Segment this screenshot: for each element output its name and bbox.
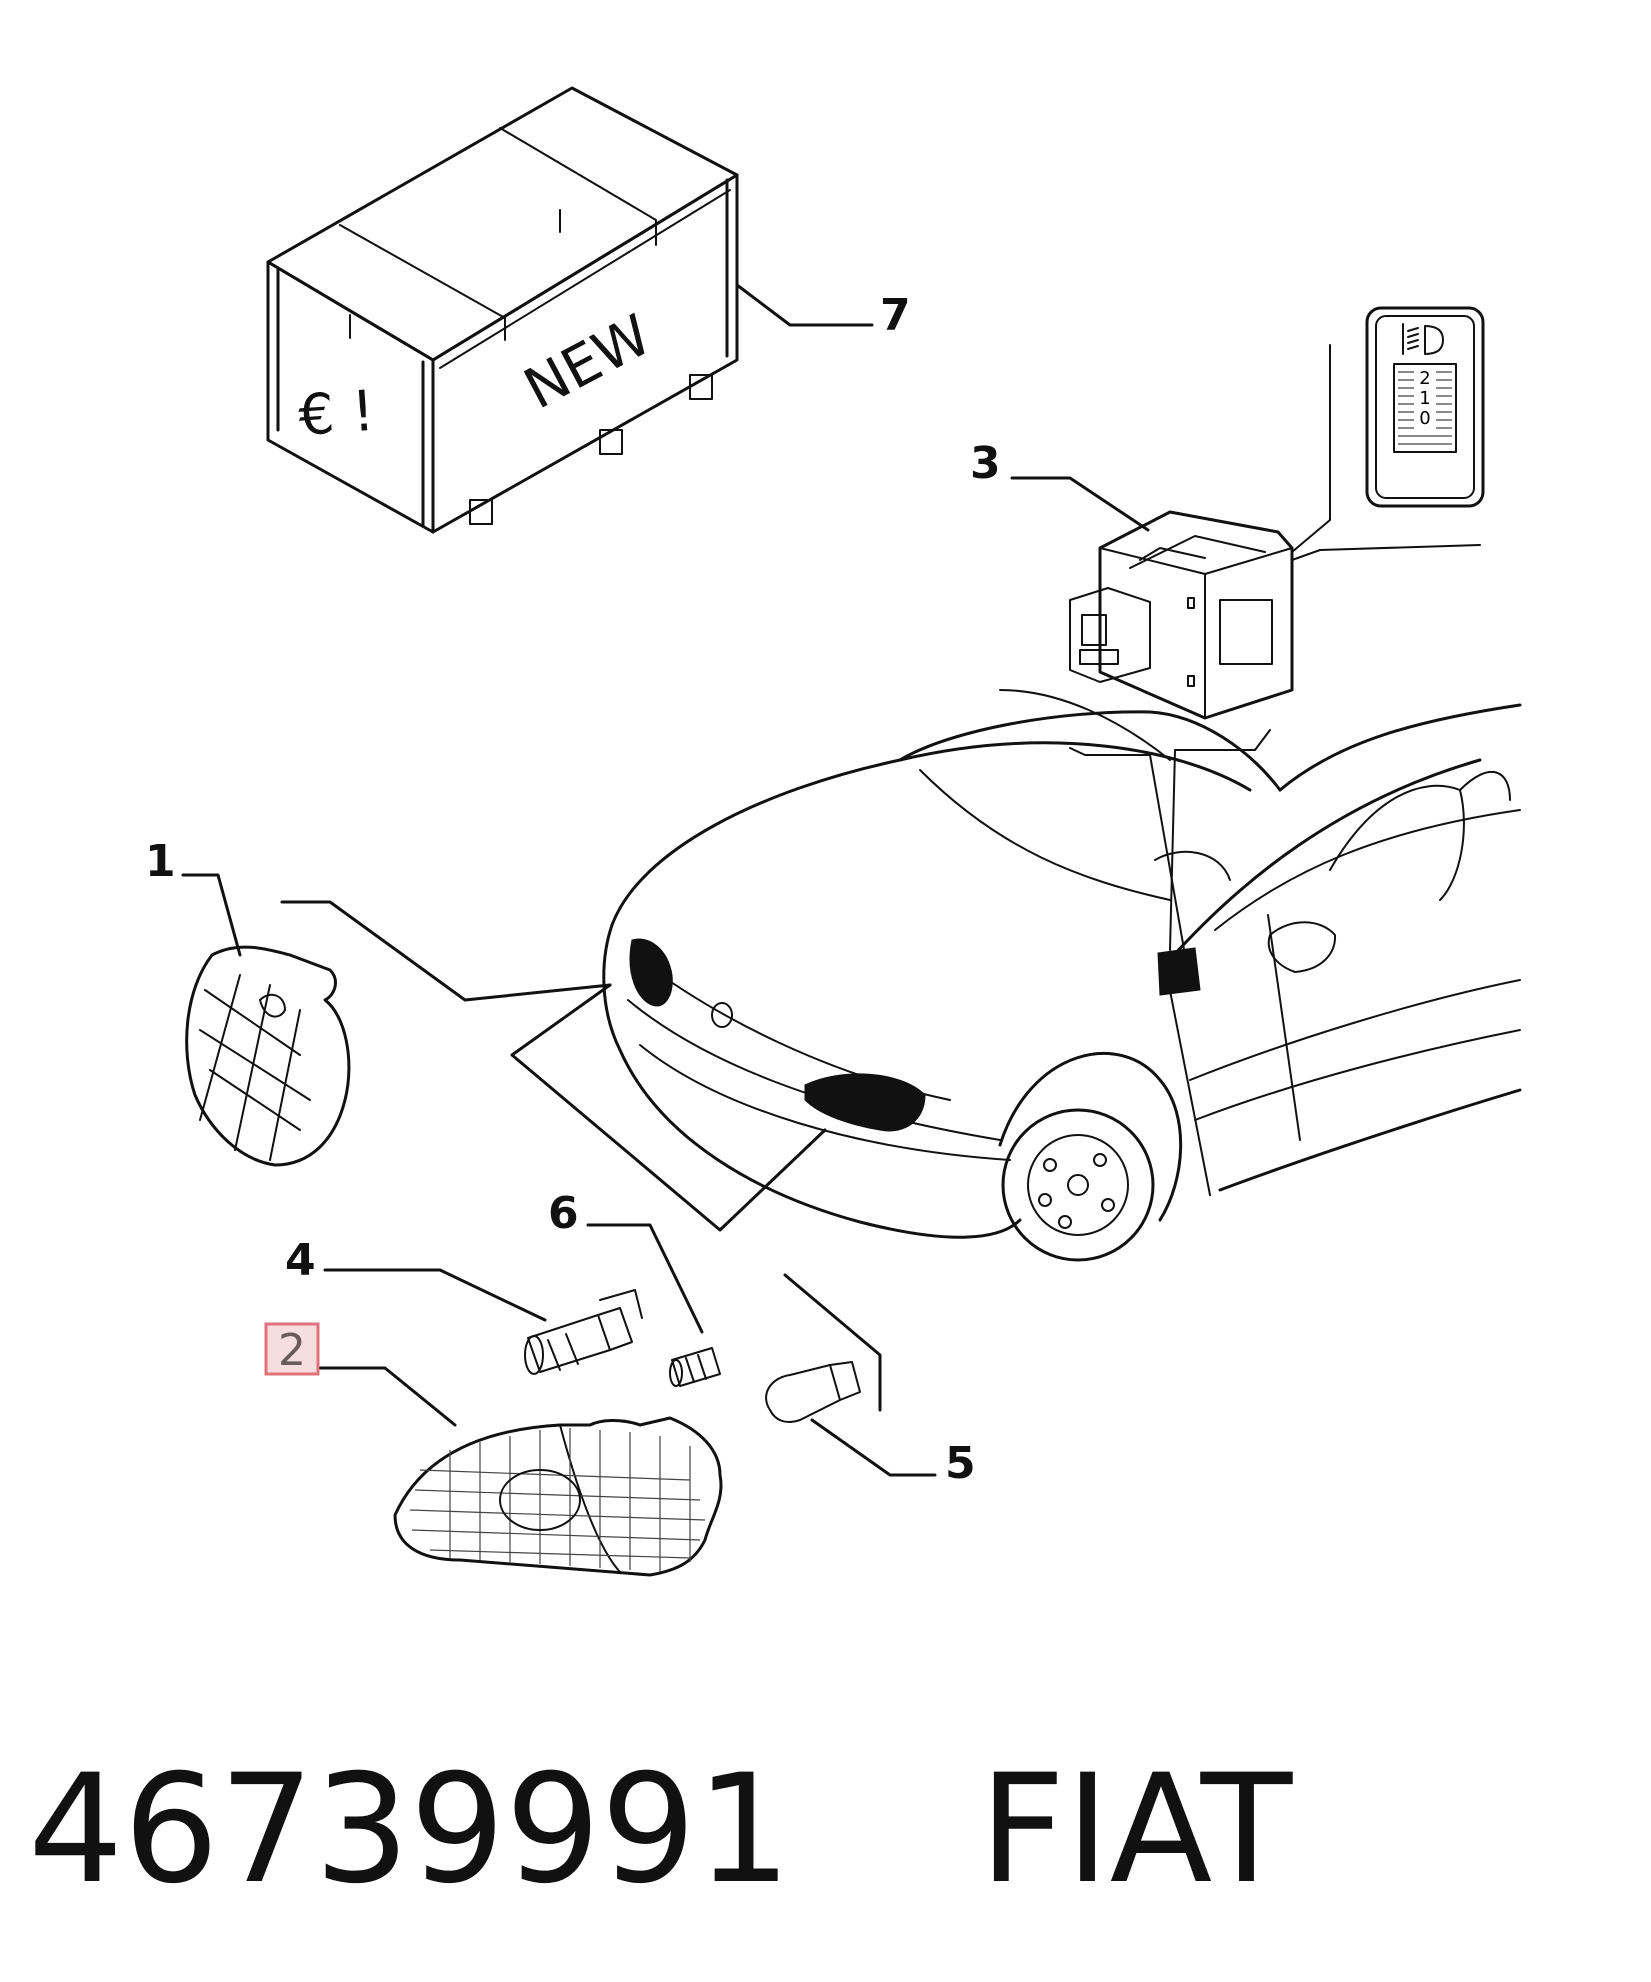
headlamp-assembly-part-1 <box>181 873 827 1232</box>
callout-4: 4 <box>285 1235 316 1286</box>
turn-signal-lamp-part-2 <box>318 1366 723 1577</box>
headlight-level-switch-panel: 2 1 0 <box>1365 306 1485 508</box>
headlight-adjust-switch-module <box>1010 344 1481 720</box>
callout-2-highlight <box>264 1322 320 1376</box>
car-body-outline <box>602 689 1522 1262</box>
bulb-part-4 <box>323 1268 643 1375</box>
part-number-footer: 46739991 FIAT <box>28 1745 1292 1915</box>
part-number: 46739991 <box>28 1743 792 1917</box>
headlamp-leveling-icon <box>1402 323 1444 355</box>
brand-name: FIAT <box>979 1743 1293 1917</box>
callout-3: 3 <box>970 438 1001 489</box>
callout-1: 1 <box>145 836 176 887</box>
callout-2: 2 <box>278 1325 306 1376</box>
callout-7: 7 <box>880 290 911 341</box>
callout-6: 6 <box>548 1188 579 1239</box>
dial-value-2: 2 <box>1419 368 1430 389</box>
bulb-part-5 <box>765 1273 937 1477</box>
dial-value-1: 1 <box>1419 388 1430 409</box>
bulb-part-6 <box>586 1223 721 1387</box>
dial-value-0: 0 <box>1419 408 1430 429</box>
new-parts-crate: € ! NEW <box>266 86 874 534</box>
crate-new-text: NEW <box>514 303 662 423</box>
callout-5: 5 <box>945 1438 976 1489</box>
crate-symbol-text: € ! <box>296 379 376 449</box>
